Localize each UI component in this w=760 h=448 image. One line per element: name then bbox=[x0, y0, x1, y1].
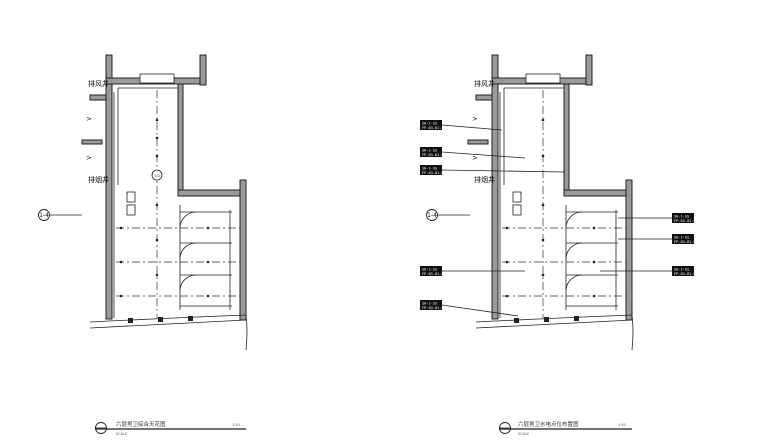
tag-box bbox=[672, 234, 694, 244]
tag-box bbox=[420, 120, 442, 130]
door-swing bbox=[179, 211, 197, 229]
tag-line-2: FP-03-01-02 bbox=[674, 219, 698, 223]
right-floor-plan: 排风井 排烟井 > > 1-4 SH-1-SS FP-03-01-02 SH-1… bbox=[420, 54, 698, 436]
wall bbox=[105, 83, 113, 320]
window bbox=[525, 73, 561, 84]
facade-curve bbox=[245, 314, 248, 351]
drawing-title-sub-right: SCALE bbox=[518, 432, 529, 436]
wall bbox=[81, 139, 103, 145]
door-swing bbox=[179, 274, 197, 291]
tag-box bbox=[420, 147, 442, 157]
tag-box bbox=[672, 266, 694, 276]
grid-bubble bbox=[426, 209, 438, 221]
tag-group: SH-1-SS FP-03-01-02 bbox=[420, 147, 526, 159]
tag-line-1: SH-1-SS bbox=[422, 268, 437, 272]
fixture bbox=[512, 191, 522, 203]
facade-curve bbox=[89, 314, 247, 323]
wall bbox=[177, 83, 184, 197]
tag-box bbox=[420, 300, 442, 310]
grid-bubble-text: 1-4 bbox=[39, 212, 49, 219]
tag-group: SH-1-SS FP-03-01-02 bbox=[618, 213, 698, 223]
column bbox=[574, 316, 579, 321]
tag-group: SH-1-SS FP-03-01-02 bbox=[420, 300, 519, 317]
tag-line-1: SH-1-SS bbox=[422, 167, 437, 171]
section-tag-text: 1/D bbox=[154, 174, 160, 178]
tag-line-2: FP-03-01-02 bbox=[674, 272, 698, 276]
tag-line-1: SH-1-SS bbox=[422, 302, 437, 306]
wall bbox=[199, 54, 207, 86]
tag-line-2: FP-03-01-02 bbox=[422, 272, 446, 276]
room-label-smoke: 排烟井 bbox=[88, 175, 109, 184]
door-swing bbox=[565, 242, 583, 260]
tag-group: SH-1-SS FP-03-01-02 bbox=[420, 165, 566, 175]
tag-group: SH-1-SS FP-03-01-02 bbox=[600, 266, 698, 276]
arrow-marker: > bbox=[472, 154, 478, 162]
tag-line-2: FP-03-01-02 bbox=[422, 171, 446, 175]
room-label-smoke: 排烟井 bbox=[474, 175, 495, 184]
column bbox=[188, 316, 193, 321]
wall bbox=[563, 189, 633, 197]
drawing-title-sub-left: SCALE bbox=[116, 432, 127, 436]
facade-curve bbox=[89, 319, 247, 329]
door-swing bbox=[565, 211, 583, 229]
wall bbox=[491, 83, 499, 320]
room-label-exhaust: 排风井 bbox=[474, 79, 495, 88]
drawing-scale-right: 1:50 bbox=[618, 423, 626, 427]
wall bbox=[467, 139, 489, 145]
column bbox=[514, 318, 519, 323]
wall bbox=[239, 179, 247, 321]
tag-group: SH-1-SS FP-03-01-02 bbox=[618, 234, 698, 244]
section-tag bbox=[151, 169, 163, 181]
wall bbox=[563, 83, 570, 197]
wall bbox=[625, 179, 633, 321]
column bbox=[544, 317, 549, 322]
wall bbox=[177, 189, 247, 197]
arrow-marker: > bbox=[86, 154, 92, 162]
tag-line-1: SH-1-SS bbox=[674, 236, 689, 240]
tag-group: SH-1-SS FP-03-01-02 bbox=[420, 120, 503, 131]
service-points bbox=[505, 118, 596, 298]
grid-bubble-text: 1-4 bbox=[427, 212, 437, 219]
tag-line-1: SH-1-SS bbox=[422, 122, 437, 126]
tag-box bbox=[420, 266, 442, 276]
drawing-title-right: 六层男卫水电点位布置图 bbox=[518, 420, 579, 428]
fixture bbox=[126, 204, 136, 216]
tag-line-1: SH-1-SS bbox=[674, 215, 689, 219]
tag-leader bbox=[441, 124, 503, 131]
facade-curve bbox=[475, 314, 633, 323]
drawing-scale-left: 1:50 bbox=[232, 423, 240, 427]
room-label-exhaust: 排风井 bbox=[88, 79, 109, 88]
tag-line-2: FP-03-01-02 bbox=[674, 240, 698, 244]
grid-bubble bbox=[38, 209, 50, 221]
fixture bbox=[512, 204, 522, 216]
tag-line-2: FP-03-01-02 bbox=[422, 126, 446, 130]
facade-curve bbox=[631, 314, 634, 351]
tag-leader bbox=[441, 151, 526, 159]
door-swing bbox=[565, 274, 583, 291]
column bbox=[128, 318, 133, 323]
window bbox=[139, 73, 175, 84]
door-swing bbox=[179, 242, 197, 260]
tag-group: SH-1-SS FP-03-01-02 bbox=[420, 266, 525, 276]
tag-line-1: SH-1-SS bbox=[422, 149, 437, 153]
arrow-marker: > bbox=[86, 115, 92, 123]
tag-line-1: SH-1-SS bbox=[674, 268, 689, 272]
left-floor-plan: 1/D 排风井 排烟井 > > 1-4 六层男卫综合天花图 SCALE 1:50 bbox=[38, 54, 248, 436]
facade-curve bbox=[475, 319, 633, 329]
ceiling-lights bbox=[119, 118, 210, 298]
tag-line-2: FP-03-01-02 bbox=[422, 306, 446, 310]
tag-line-2: FP-03-01-02 bbox=[422, 153, 446, 157]
wall bbox=[585, 54, 593, 86]
tag-leader bbox=[441, 304, 519, 317]
tag-box bbox=[420, 165, 442, 175]
fixture bbox=[126, 191, 136, 203]
drawing-title-left: 六层男卫综合天花图 bbox=[116, 420, 166, 428]
arrow-marker: > bbox=[472, 115, 478, 123]
tag-box bbox=[672, 213, 694, 223]
tag-leader bbox=[441, 169, 566, 173]
column bbox=[158, 317, 163, 322]
